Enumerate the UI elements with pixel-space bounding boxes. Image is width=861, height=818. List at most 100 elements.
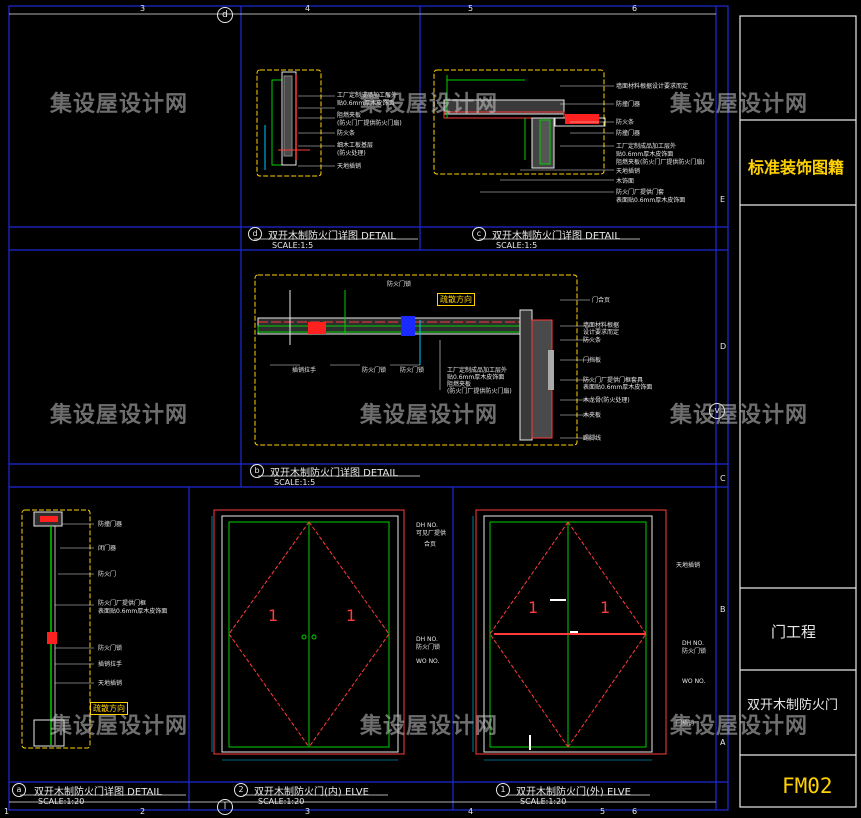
detail-c-note: 防火门厂提供门套 (616, 189, 665, 196)
detail-c-note: 阻燃夹板(防火门厂提供防火门扇) (616, 159, 705, 166)
detail-a-note: 天地插销 (98, 680, 123, 687)
elevation-2-note: 可见厂提供 (416, 530, 447, 537)
detail-a-note: 防火门 (98, 571, 117, 578)
elevation-1-drawing (472, 509, 667, 761)
detail-a-scale: SCALE:1:20 (38, 797, 85, 806)
elevation-1-note: 天地插销 (676, 562, 701, 569)
grid-label-bottom-1: 1 (4, 807, 10, 816)
detail-a-title: 双开木制防火门详图 DETAIL (34, 787, 162, 798)
detail-b-title: 双开木制防火门详图 DETAIL (270, 468, 398, 479)
detail-a-note: 表面贴0.6mm厚木皮饰面 (98, 608, 168, 615)
grid-label-bottom-2: 2 (140, 807, 146, 816)
drawing-set-title: 标准装饰图籍 (748, 158, 845, 177)
elevation-1-note: DH NO. (682, 640, 704, 647)
detail-b-scale: SCALE:1:5 (274, 478, 316, 487)
detail-b-note: 防火条 (583, 337, 602, 344)
detail-c-note: 表面贴0.6mm厚木皮饰面 (616, 197, 686, 204)
detail-a-note: 插销拉手 (98, 661, 123, 668)
watermark-text: 集设屋设计网 (670, 92, 809, 117)
detail-b-note: 门挡板 (583, 357, 602, 364)
door-leaf-number: 1 (600, 598, 611, 617)
elevation-2-note: 防火门锁 (416, 644, 441, 651)
detail-c-scale: SCALE:1:5 (496, 241, 538, 250)
detail-d-note: (防火处理) (337, 150, 366, 157)
grid-label-right-e: E (720, 195, 726, 204)
drawing-category: 门工程 (771, 623, 817, 641)
detail-d-note: 防火条 (337, 130, 356, 137)
detail-d-note: 贴0.6mm厚木皮饰面 (337, 100, 395, 107)
detail-c-note: 贴0.6mm厚木皮饰面 (616, 151, 674, 158)
watermark-text: 集设屋设计网 (50, 92, 189, 117)
detail-c-note: 天地插销 (616, 168, 641, 175)
detail-a-note: 闭门器 (98, 545, 117, 552)
detail-b-note: 插销拉手 (292, 367, 317, 374)
drawing-code: FM02 (782, 774, 833, 798)
elevation-2-scale: SCALE:1:20 (258, 797, 305, 806)
grid-label-top-3: 3 (140, 4, 146, 13)
detail-b-marker: b (250, 464, 264, 478)
evacuation-direction-label: 疏散方向 (437, 293, 475, 306)
detail-c-note: 工厂定制成品加工层外 (616, 143, 677, 150)
elevation-2-note: DH NO. (416, 522, 438, 529)
detail-b-note: 踢脚线 (583, 435, 602, 442)
detail-b-note: 防火门锁 (400, 367, 425, 374)
detail-b-note: 木龙骨(防火处理) (583, 397, 630, 404)
watermark-text: 集设屋设计网 (50, 714, 189, 739)
elevation-1-note: 门插销 (676, 720, 695, 727)
grid-label-bottom-3: 3 (305, 807, 311, 816)
detail-b-note: 门合页 (592, 297, 611, 304)
grid-label-bottom-4: 4 (468, 807, 474, 816)
detail-c-title: 双开木制防火门详图 DETAIL (492, 231, 620, 242)
grid-label-top-5: 5 (468, 4, 474, 13)
detail-b-note: 设计要求而定 (583, 329, 620, 336)
grid-label-bottom-5: 5 (600, 807, 606, 816)
detail-b-note: 防火门锁 (387, 281, 412, 288)
elevation-2-note: WO NO. (416, 658, 440, 665)
grid-label-right-c: C (720, 474, 726, 483)
detail-a-note: 防火门厂提供门框 (98, 600, 147, 607)
grid-label-top-4: 4 (305, 4, 311, 13)
detail-d-title: 双开木制防火门详图 DETAIL (268, 231, 396, 242)
detail-c-note: 防火条 (616, 119, 635, 126)
detail-d-marker: d (248, 227, 262, 241)
grid-label-top-6: 6 (632, 4, 638, 13)
grid-label-right-a: A (720, 738, 726, 747)
elevation-1-title: 双开木制防火门(外) ELVE (516, 787, 631, 798)
evacuation-direction-label: 疏散方向 (90, 702, 128, 715)
grid-bubble-right: v (709, 403, 725, 419)
watermark-text: 集设屋设计网 (360, 403, 499, 428)
detail-b-note: 工厂定制成品加工层外 (447, 367, 508, 374)
detail-c-note: 防撞门器 (616, 130, 641, 137)
elevation-1-scale: SCALE:1:20 (520, 797, 567, 806)
detail-c-note: 木饰面 (616, 178, 635, 185)
detail-b-note: 表面贴0.6mm厚木皮饰面 (583, 384, 653, 391)
grid-bubble-top: d (217, 7, 233, 23)
detail-c-drawing (433, 69, 614, 193)
elevation-1-marker: 1 (496, 783, 510, 797)
detail-b-note: 防火门厂提供门框套具 (583, 377, 644, 384)
detail-d-note: 工厂定制成品加工层外 (337, 92, 398, 99)
detail-d-note: (防火门厂提供防火门扇) (337, 120, 402, 127)
grid-bubble-bottom: l (217, 799, 233, 815)
door-leaf-number: 1 (346, 606, 357, 625)
detail-d-note: 阻燃夹板 (337, 112, 362, 119)
elevation-2-title: 双开木制防火门(内) ELVE (254, 787, 369, 798)
watermark-text: 集设屋设计网 (360, 92, 499, 117)
title-block-frame (739, 15, 857, 808)
detail-b-note: (防火门厂提供防火门扇) (447, 388, 512, 395)
door-leaf-number: 1 (528, 598, 539, 617)
detail-d-note: 细木工板基层 (337, 142, 374, 149)
elevation-1-note: WO NO. (682, 678, 706, 685)
detail-d-drawing (256, 69, 335, 177)
watermark-text: 集设屋设计网 (50, 403, 189, 428)
detail-c-note: 墙面材料根据设计要求而定 (616, 83, 689, 90)
detail-a-marker: a (12, 783, 26, 797)
grid-ticks (9, 13, 716, 803)
detail-b-note: 阻燃夹板 (447, 381, 472, 388)
watermark-text: 集设屋设计网 (360, 714, 499, 739)
watermark-text: 集设屋设计网 (670, 403, 809, 428)
grid-label-right-b: B (720, 605, 726, 614)
detail-d-note: 天地插销 (337, 163, 362, 170)
detail-c-note: 防撞门器 (616, 101, 641, 108)
